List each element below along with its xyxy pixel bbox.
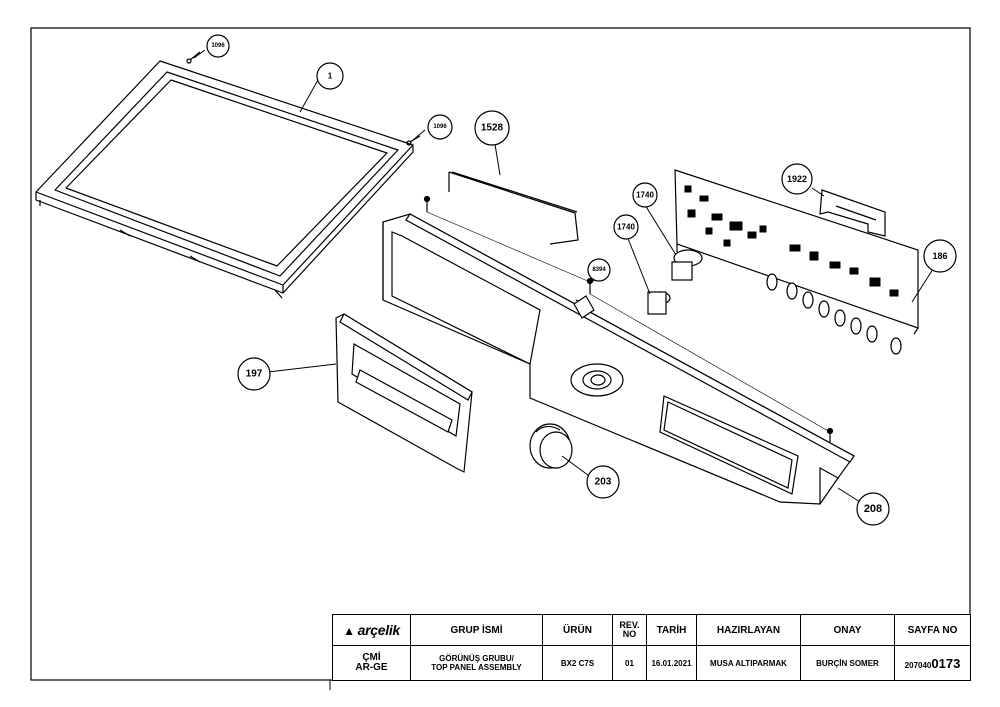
svg-text:1096: 1096 xyxy=(211,43,225,49)
svg-text:8394: 8394 xyxy=(592,267,606,273)
sheet-no-suffix: 0173 xyxy=(931,655,961,671)
svg-text:1096: 1096 xyxy=(433,124,447,130)
callout-8394: 8394 xyxy=(587,258,611,282)
title-block-value-row: ÇMİ AR-GE GÖRÜNÜŞ GRUBU/ TOP PANEL ASSEM… xyxy=(332,645,971,681)
title-block: ▲arçelik GRUP İSMİ ÜRÜN REV. NO TARİH HA… xyxy=(332,614,971,681)
sheet-no-value: 2070400173 xyxy=(894,645,971,681)
svg-text:203: 203 xyxy=(595,477,612,488)
svg-text:1: 1 xyxy=(328,72,333,81)
control-pcb-part xyxy=(674,169,919,355)
detergent-drawer-part xyxy=(335,313,473,473)
department-text: ÇMİ AR-GE xyxy=(355,652,388,673)
approval-value: BURÇİN SOMER xyxy=(800,645,895,681)
rev-no-value: 01 xyxy=(612,645,647,681)
brand-mark-icon: ▲ xyxy=(343,624,355,638)
department: ÇMİ AR-GE xyxy=(332,645,411,681)
title-block-header-row: ▲arçelik GRUP İSMİ ÜRÜN REV. NO TARİH HA… xyxy=(332,614,971,646)
pcb-bracket-part xyxy=(819,189,886,237)
leader-lines xyxy=(193,49,936,503)
date-value: 16.01.2021 xyxy=(646,645,697,681)
group-name-text: GÖRÜNÜŞ GRUBU/ TOP PANEL ASSEMBLY xyxy=(431,654,522,672)
group-name-header: GRUP İSMİ xyxy=(410,614,543,646)
wire-bracket-part xyxy=(448,171,579,245)
product-header: ÜRÜN xyxy=(542,614,613,646)
svg-text:1740: 1740 xyxy=(617,223,635,232)
pcb-buttons xyxy=(766,273,902,355)
screw-1096-top xyxy=(186,51,201,64)
front-control-panel-part xyxy=(382,213,855,505)
screw-1096-side xyxy=(406,135,421,146)
panel-screws xyxy=(423,195,834,442)
callout-1528: 1528 xyxy=(474,110,510,146)
rev-no-header: REV. NO xyxy=(612,614,647,646)
group-name-value: GÖRÜNÜŞ GRUBU/ TOP PANEL ASSEMBLY xyxy=(410,645,543,681)
callout-197: 197 xyxy=(237,357,271,391)
svg-text:1528: 1528 xyxy=(481,123,504,134)
callout-1922: 1922 xyxy=(781,163,813,195)
sheet-no-prefix: 207040 xyxy=(904,660,932,670)
callout-203: 203 xyxy=(586,465,620,499)
svg-text:1922: 1922 xyxy=(787,174,807,184)
product-value: BX2 C7S xyxy=(542,645,613,681)
callout-1740-lower: 1740 xyxy=(613,214,639,240)
callout-1: 1 xyxy=(316,62,344,90)
date-header: TARİH xyxy=(646,614,697,646)
callout-208: 208 xyxy=(856,492,890,526)
svg-text:208: 208 xyxy=(864,503,882,515)
top-lid-part xyxy=(35,60,414,299)
callout-186: 186 xyxy=(923,239,957,273)
brand-name: arçelik xyxy=(357,622,401,638)
svg-text:186: 186 xyxy=(932,251,947,261)
assembly-lines xyxy=(426,211,831,433)
brand-logo: ▲arçelik xyxy=(332,614,411,646)
svg-text:197: 197 xyxy=(246,369,263,380)
callout-1740-upper: 1740 xyxy=(632,182,658,208)
knob-shaft-parts xyxy=(647,249,703,315)
svg-text:1740: 1740 xyxy=(636,191,654,200)
callout-1096-top: 1096 xyxy=(206,34,230,58)
approval-header: ONAY xyxy=(800,614,895,646)
sheet-no-header: SAYFA NO xyxy=(894,614,971,646)
callout-1096-side: 1096 xyxy=(427,114,453,140)
prepared-by-header: HAZIRLAYAN xyxy=(696,614,801,646)
program-knob-part xyxy=(529,423,573,469)
prepared-by-value: MUSA ALTIPARMAK xyxy=(696,645,801,681)
